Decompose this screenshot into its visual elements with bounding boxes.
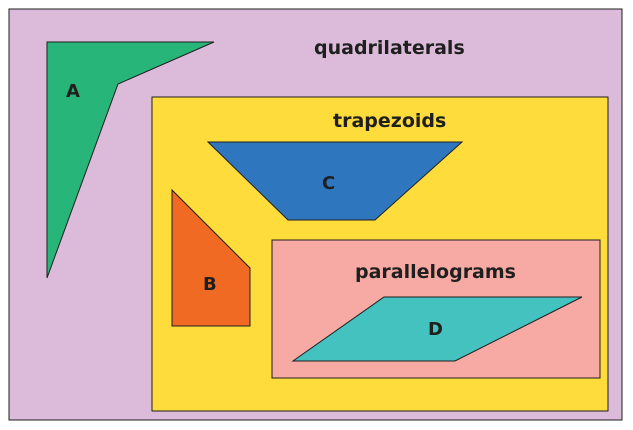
shape-d-label: D [428,319,443,340]
shape-a [46,41,215,279]
parallelograms-label: parallelograms [355,261,516,283]
shape-b [171,188,251,327]
shape-c [206,141,464,221]
quadrilaterals-label: quadrilaterals [314,37,465,59]
shape-d [291,296,583,362]
shape-b-label: B [203,274,217,295]
trapezoids-label: trapezoids [333,110,446,132]
shape-a-label: A [66,81,80,102]
shape-c-label: C [322,173,335,194]
